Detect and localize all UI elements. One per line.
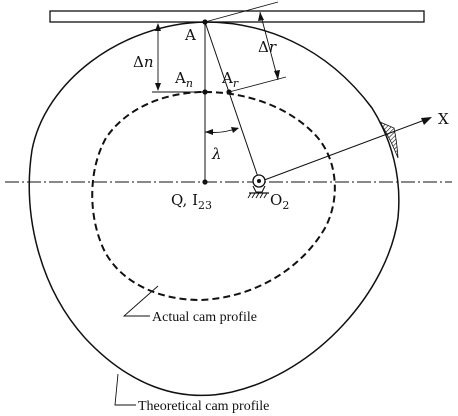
label-delta-n: Δn xyxy=(133,53,154,71)
point-ar-dot xyxy=(226,89,232,95)
extension-line-ar xyxy=(228,76,287,93)
actual-cam-profile xyxy=(91,90,336,302)
caption-theoretical-profile: Theoretical cam profile xyxy=(138,399,269,414)
lambda-arrowhead-right xyxy=(231,127,239,133)
extension-line-a xyxy=(204,1,279,23)
line-o2-x xyxy=(258,117,431,183)
delta-n-arrowhead-bottom xyxy=(155,83,161,91)
point-an-dot xyxy=(202,89,208,95)
theoretical-cam-profile xyxy=(28,21,400,397)
label-x-axis: X xyxy=(438,110,449,128)
follower-plate xyxy=(49,10,425,23)
delta-r-dimension xyxy=(259,11,279,81)
label-lambda: λ xyxy=(211,145,222,163)
delta-r-arrowhead-bottom xyxy=(274,70,280,80)
o2-pivot-icon xyxy=(247,174,269,199)
label-ar: Ar xyxy=(221,69,239,90)
x-arrowhead xyxy=(421,117,432,125)
point-q-dot xyxy=(202,179,208,185)
delta-n-arrowhead-top xyxy=(155,23,161,31)
label-a: A xyxy=(184,26,196,44)
caption-actual-profile: Actual cam profile xyxy=(152,310,257,325)
label-an: An xyxy=(174,69,193,90)
label-delta-r: Δr xyxy=(258,38,277,56)
actual-profile-leader xyxy=(122,285,159,317)
line-a-o2 xyxy=(204,21,260,181)
label-o2: O2 xyxy=(270,191,289,212)
theoretical-profile-leader xyxy=(114,373,136,406)
hatched-region xyxy=(379,121,399,159)
point-a-dot xyxy=(202,19,208,25)
delta-r-arrowhead-top xyxy=(258,12,264,21)
lambda-arrowhead-left xyxy=(205,129,213,135)
label-q-i23: Q, I23 xyxy=(171,191,212,212)
